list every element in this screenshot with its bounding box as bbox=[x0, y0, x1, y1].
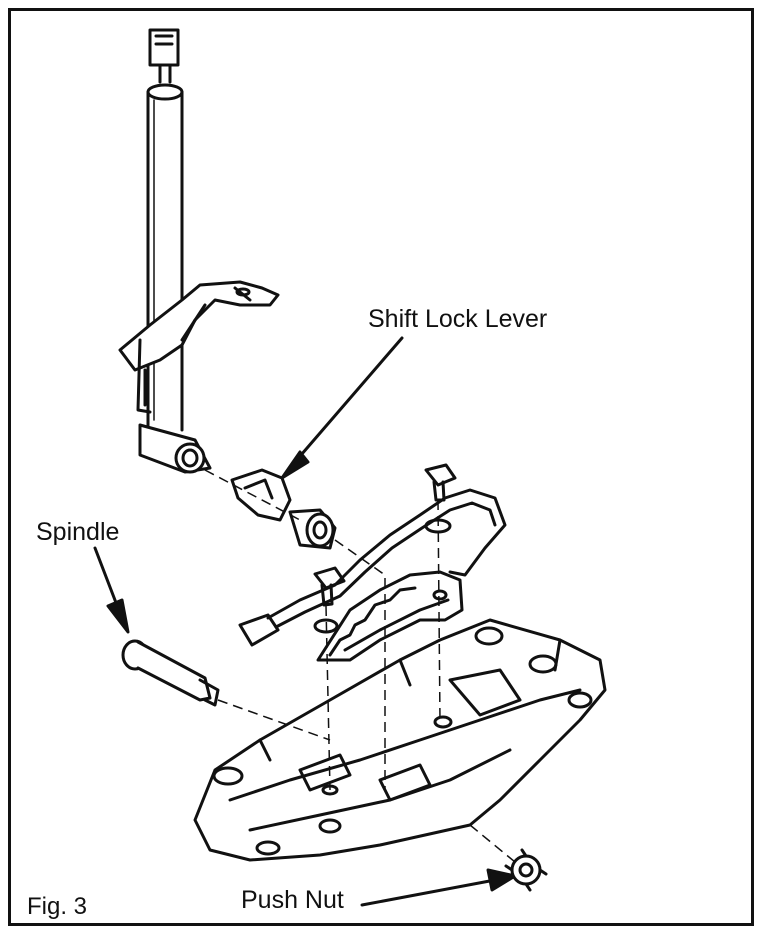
spindle bbox=[121, 639, 220, 707]
shifter-column bbox=[146, 28, 184, 432]
alignment-lines bbox=[204, 469, 516, 863]
push-nut-arrow bbox=[360, 868, 517, 907]
spindle-arrow bbox=[93, 546, 130, 634]
figure-border bbox=[8, 8, 754, 926]
wiring-harness bbox=[238, 488, 507, 647]
lever-bushing bbox=[288, 508, 337, 550]
push-nut bbox=[504, 848, 548, 892]
column-pivot bbox=[138, 423, 212, 474]
figure-number: Fig. 3 bbox=[27, 893, 88, 920]
base-plate bbox=[193, 618, 607, 862]
column-bracket bbox=[118, 280, 280, 414]
upper-bolt bbox=[424, 463, 457, 534]
shift-lock-lever-callout: Shift Lock Lever bbox=[368, 305, 548, 333]
spindle-callout: Spindle bbox=[36, 518, 120, 546]
push-nut-callout: Push Nut bbox=[241, 886, 344, 914]
shift-lock-arrow bbox=[280, 336, 404, 480]
detent-plate bbox=[316, 570, 464, 662]
shift-lock-lever bbox=[230, 468, 292, 522]
